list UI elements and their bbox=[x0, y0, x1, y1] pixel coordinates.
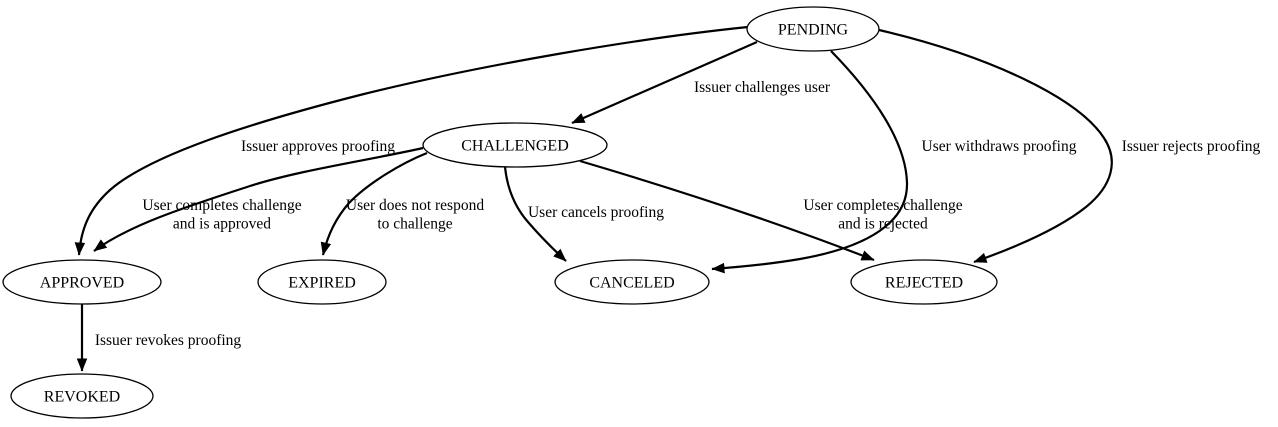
transition-label-challenged-to-expired-line-1: to challenge bbox=[377, 216, 452, 233]
transition-label-approved-to-revoked-line-0: Issuer revokes proofing bbox=[95, 332, 242, 349]
transition-label-challenged-to-canceled-line-0: User cancels proofing bbox=[528, 204, 664, 221]
state-node-label-rejected: REJECTED bbox=[885, 275, 963, 292]
transition-label-pending-to-approved-line-0: Issuer approves proofing bbox=[241, 138, 395, 155]
state-node-label-challenged: CHALLENGED bbox=[461, 138, 569, 155]
state-node-canceled bbox=[554, 259, 710, 305]
transition-pending-to-canceled bbox=[711, 50, 909, 274]
transition-label-pending-to-canceled-line-0: User withdraws proofing bbox=[922, 138, 1077, 155]
transition-pending-to-challenged bbox=[571, 40, 758, 125]
transition-label-pending-to-rejected-line-0: Issuer rejects proofing bbox=[1122, 138, 1261, 155]
state-node-label-approved: APPROVED bbox=[40, 275, 124, 292]
state-node-rejected bbox=[850, 259, 998, 305]
state-node-label-pending: PENDING bbox=[778, 22, 849, 39]
transition-label-challenged-to-rejected-line-0: User completes challenge bbox=[803, 197, 962, 214]
transition-challenged-to-canceled bbox=[503, 166, 567, 262]
state-node-label-revoked: REVOKED bbox=[44, 389, 120, 406]
transition-challenged-to-expired bbox=[320, 151, 428, 256]
state-node-label-canceled: CANCELED bbox=[589, 275, 674, 292]
transition-label-pending-to-challenged-line-0: Issuer challenges user bbox=[694, 79, 831, 96]
state-node-challenged bbox=[422, 122, 608, 168]
transition-challenged-to-approved bbox=[93, 146, 424, 252]
state-node-expired bbox=[257, 259, 387, 305]
state-node-pending bbox=[746, 6, 880, 52]
state-node-label-expired: EXPIRED bbox=[288, 275, 356, 292]
transition-label-challenged-to-approved-line-0: User completes challenge bbox=[142, 197, 301, 214]
transitions-layer bbox=[74, 25, 1113, 372]
states-layer: PENDING CHALLENGED APPROVED EXPIRED CANCELED… bbox=[2, 6, 998, 419]
transition-pending-to-approved bbox=[74, 25, 749, 256]
state-node-revoked bbox=[10, 373, 154, 419]
transition-label-challenged-to-rejected-line-1: and is rejected bbox=[838, 216, 928, 233]
state-node-approved bbox=[2, 259, 162, 305]
transition-challenged-to-rejected bbox=[579, 159, 875, 262]
transition-label-challenged-to-expired-line-0: User does not respond bbox=[346, 197, 484, 214]
transition-label-challenged-to-approved-line-1: and is approved bbox=[173, 216, 271, 233]
transition-pending-to-rejected bbox=[878, 28, 1113, 264]
